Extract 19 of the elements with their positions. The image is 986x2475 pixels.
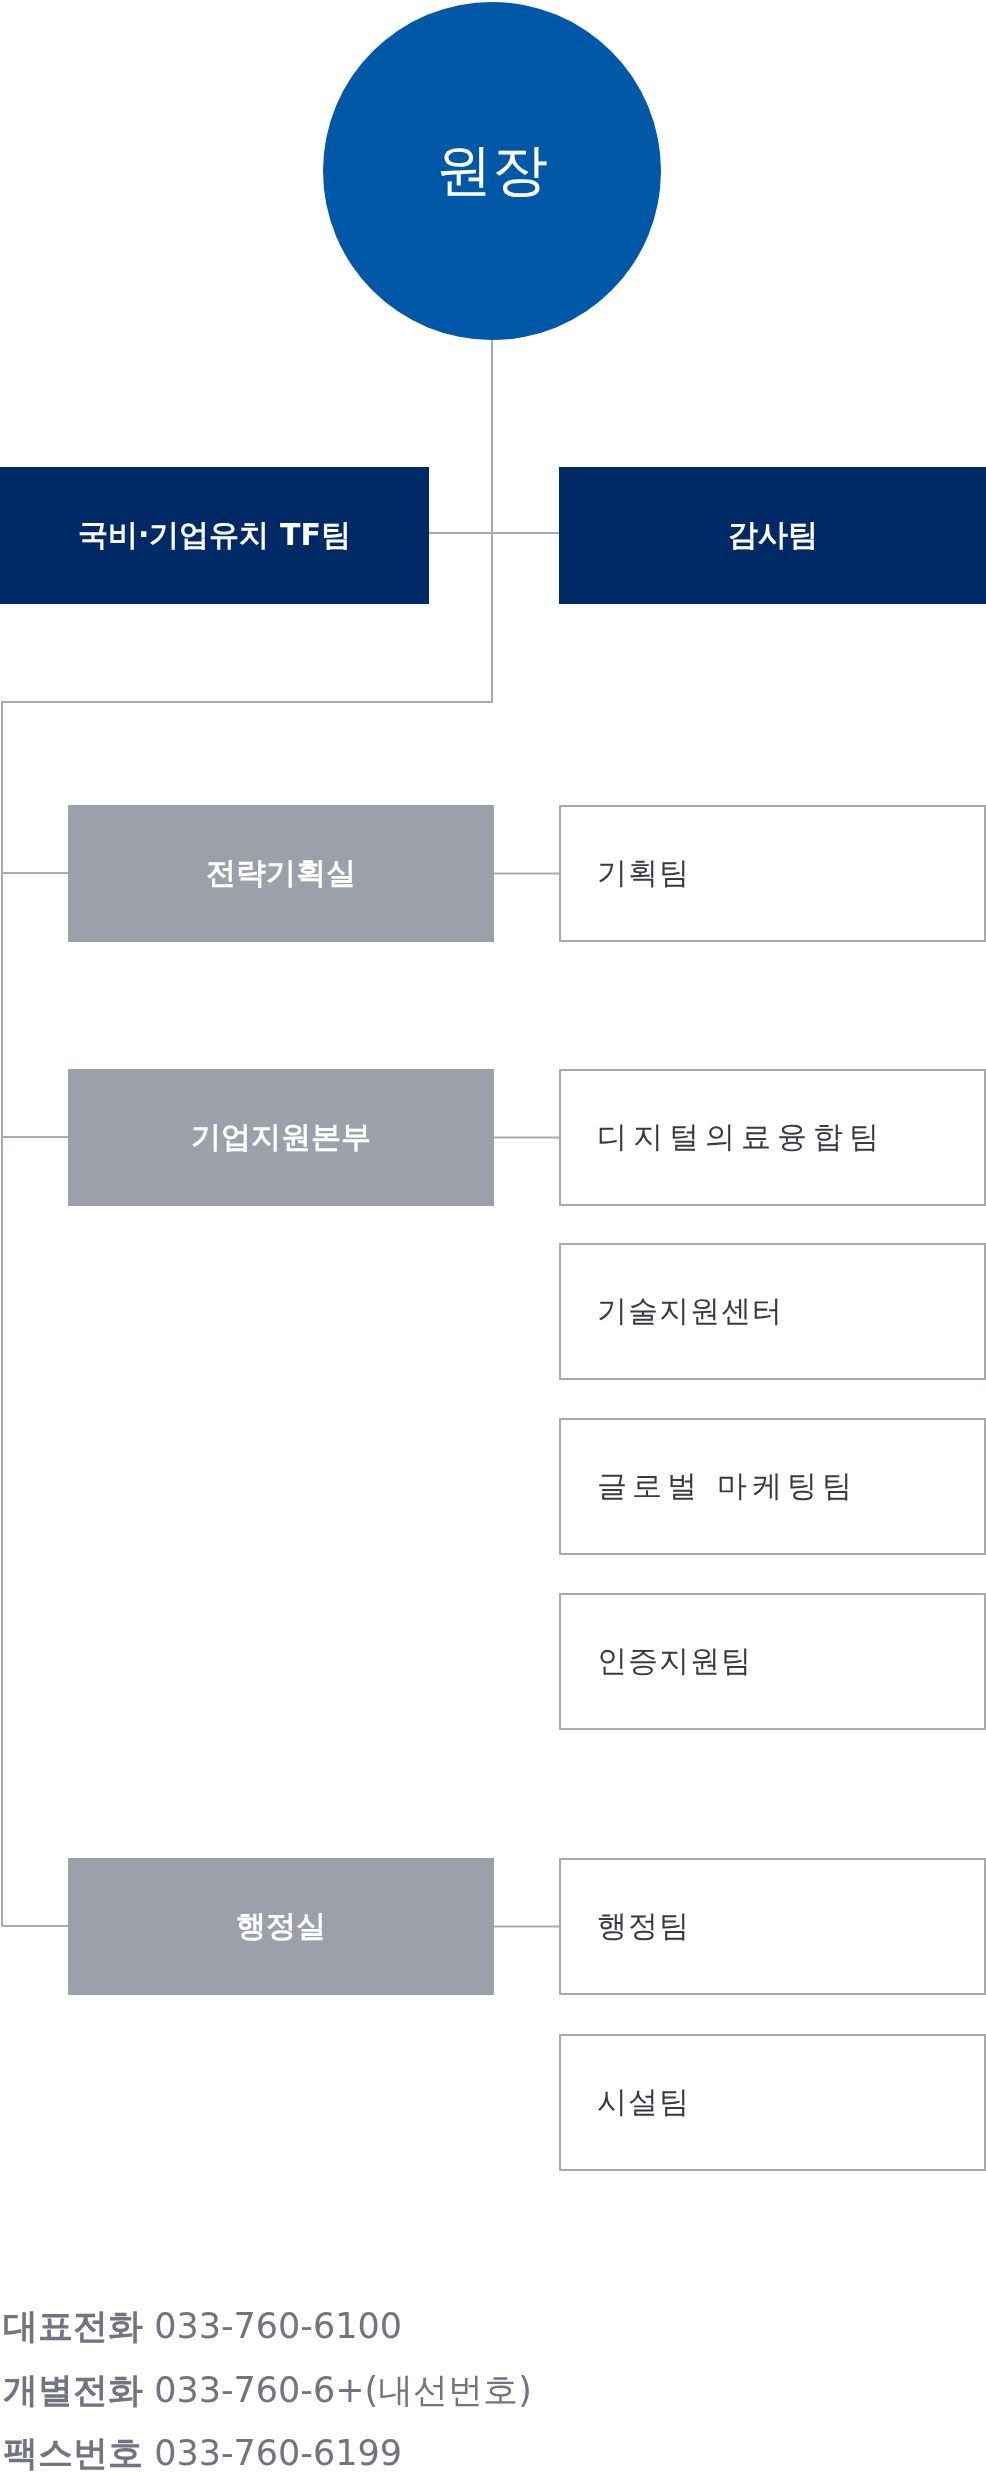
org-box: 인증지원팀	[559, 1593, 986, 1730]
contact-text: 대표전화 033-760-6100	[3, 2305, 403, 2347]
org-box: 전략기획실	[68, 805, 494, 942]
org-box: 국비·기업유치 TF팀	[0, 467, 429, 604]
org-box: 디지털의료융합팀	[559, 1069, 986, 1206]
org-box: 감사팀	[559, 467, 986, 604]
connector-line	[493, 1925, 560, 1928]
org-box: 글로벌 마케팅팀	[559, 1418, 986, 1555]
connector-line	[493, 1136, 560, 1139]
org-box: 시설팀	[559, 2034, 986, 2171]
org-box: 기획팀	[559, 805, 986, 942]
org-box: 행정팀	[559, 1858, 986, 1995]
connector-line	[493, 872, 560, 875]
org-box: 기업지원본부	[68, 1069, 494, 1206]
org-box: 행정실	[68, 1858, 494, 1995]
contact-text: 팩스번호 033-760-6199	[3, 2432, 403, 2474]
contact-text: 개별전화 033-760-6+(내선번호)	[3, 2369, 532, 2411]
org-box: 기술지원센터	[559, 1243, 986, 1380]
circle-node: 원장	[323, 2, 661, 340]
